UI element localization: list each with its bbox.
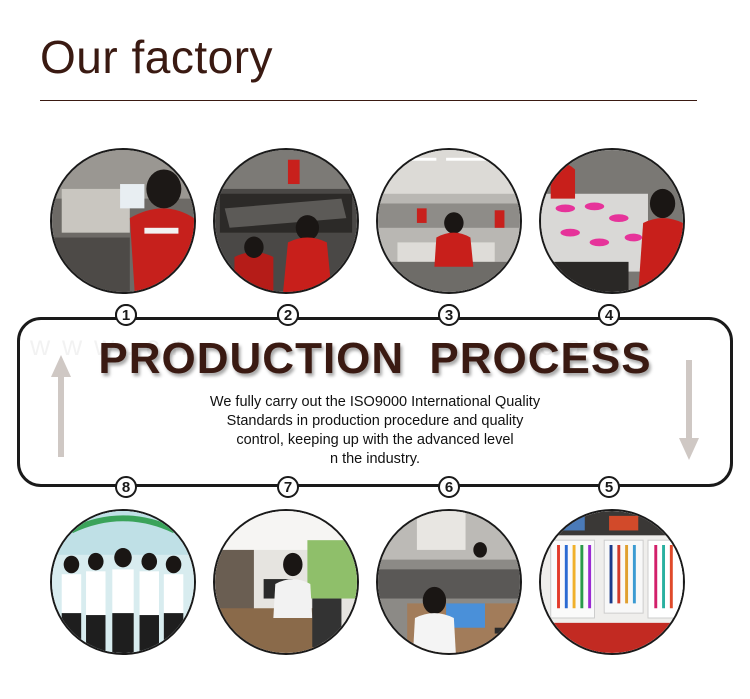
photo-step-4-pink-parts [539,148,685,294]
step-number-6: 6 [438,476,460,498]
photo-step-2-workers-table [213,148,359,294]
production-process-panel [17,317,733,487]
photo-step-8-team [50,509,196,655]
step-number-2-overlay: 2 [277,304,299,326]
process-description: We fully carry out the ISO9000 Internati… [160,393,590,469]
photo-step-6-desk-laptop [376,509,522,655]
photo-step-7-office [213,509,359,655]
step-number-8: 8 [115,476,137,498]
step-number-1-overlay: 1 [115,304,137,326]
step-number-4-overlay: 4 [598,304,620,326]
photo-step-1-sewing-machine [50,148,196,294]
production-process-heading: PRODUCTION PROCESS [98,334,652,383]
step-number-7: 7 [277,476,299,498]
photo-step-3-sewing-workshop [376,148,522,294]
step-number-5: 5 [598,476,620,498]
description-line: Standards in production procedure and qu… [226,413,524,429]
description-line: control, keeping up with the advanced le… [236,432,514,448]
arrow-down-icon [679,360,699,460]
page-title: Our factory [40,31,274,83]
title-divider [40,100,697,101]
description-line: We fully carry out the ISO9000 Internati… [209,394,541,410]
photo-step-5-showroom [539,509,685,655]
arrow-up-icon [51,355,71,457]
description-line: n the industry. [329,451,420,467]
watermark: . c o m [520,330,619,361]
watermark: w w w . c n [30,330,189,361]
step-number-3-overlay: 3 [438,304,460,326]
